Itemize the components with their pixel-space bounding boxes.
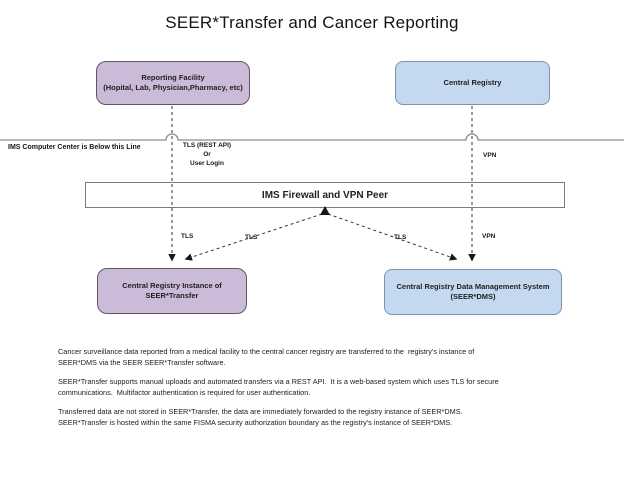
note-line: Transferred data are not stored in SEER*… — [58, 407, 463, 416]
note-line: communications. Multifactor authenticati… — [58, 387, 311, 397]
central-registry-label: Central Registry — [443, 77, 502, 87]
reporting-facility-line1: Reporting Facility — [141, 72, 205, 82]
reporting-facility-line2: (Hopital, Lab, Physician,Pharmacy, etc) — [103, 83, 243, 92]
page-title: SEER*Transfer and Cancer Reporting — [165, 13, 459, 32]
tls-left-label: TLS — [181, 233, 194, 240]
seer-dms-line2: (SEER*DMS) — [450, 292, 496, 301]
connector-diagonal-right — [327, 213, 458, 261]
tls-rest-api-line: TLS (REST API) — [182, 142, 232, 149]
firewall-box: IMS Firewall and VPN Peer — [85, 182, 565, 208]
note-line: SEER*DMS via the SEER SEER*Transfer soft… — [58, 357, 226, 367]
tls-diagonal-left-label: TLS — [245, 234, 258, 241]
notes-block: Cancer surveillance data reported from a… — [58, 347, 558, 437]
vpn-bottom-label: VPN — [482, 233, 496, 240]
vpn-top-label: VPN — [483, 152, 497, 159]
boundary-line — [0, 133, 624, 141]
note-line: SEER*Transfer supports manual uploads an… — [58, 377, 499, 386]
central-registry-box: Central Registry — [395, 61, 550, 105]
tls-rest-api-label: TLS (REST API) Or User Login — [175, 142, 239, 168]
note-paragraph: Transferred data are not stored in SEER*… — [58, 407, 558, 428]
boundary-label: IMS Computer Center is Below this Line — [8, 144, 141, 151]
note-line: Cancer surveillance data reported from a… — [58, 347, 475, 356]
note-paragraph: Cancer surveillance data reported from a… — [58, 347, 558, 368]
note-line: SEER*Transfer is hosted within the same … — [58, 417, 453, 427]
user-login-line: User Login — [190, 159, 224, 167]
note-paragraph: SEER*Transfer supports manual uploads an… — [58, 377, 558, 398]
or-line: Or — [203, 150, 211, 158]
tls-diagonal-right-label: TLS — [394, 234, 407, 241]
seer-transfer-box: Central Registry Instance of SEER*Transf… — [97, 268, 247, 314]
seer-dms-line1: Central Registry Data Management System — [396, 281, 550, 291]
seer-dms-box: Central Registry Data Management System … — [384, 269, 562, 315]
firewall-label: IMS Firewall and VPN Peer — [261, 189, 389, 201]
reporting-facility-box: Reporting Facility (Hopital, Lab, Physic… — [96, 61, 250, 105]
seer-transfer-line2: SEER*Transfer — [145, 291, 199, 300]
seer-transfer-line1: Central Registry Instance of — [122, 280, 222, 290]
